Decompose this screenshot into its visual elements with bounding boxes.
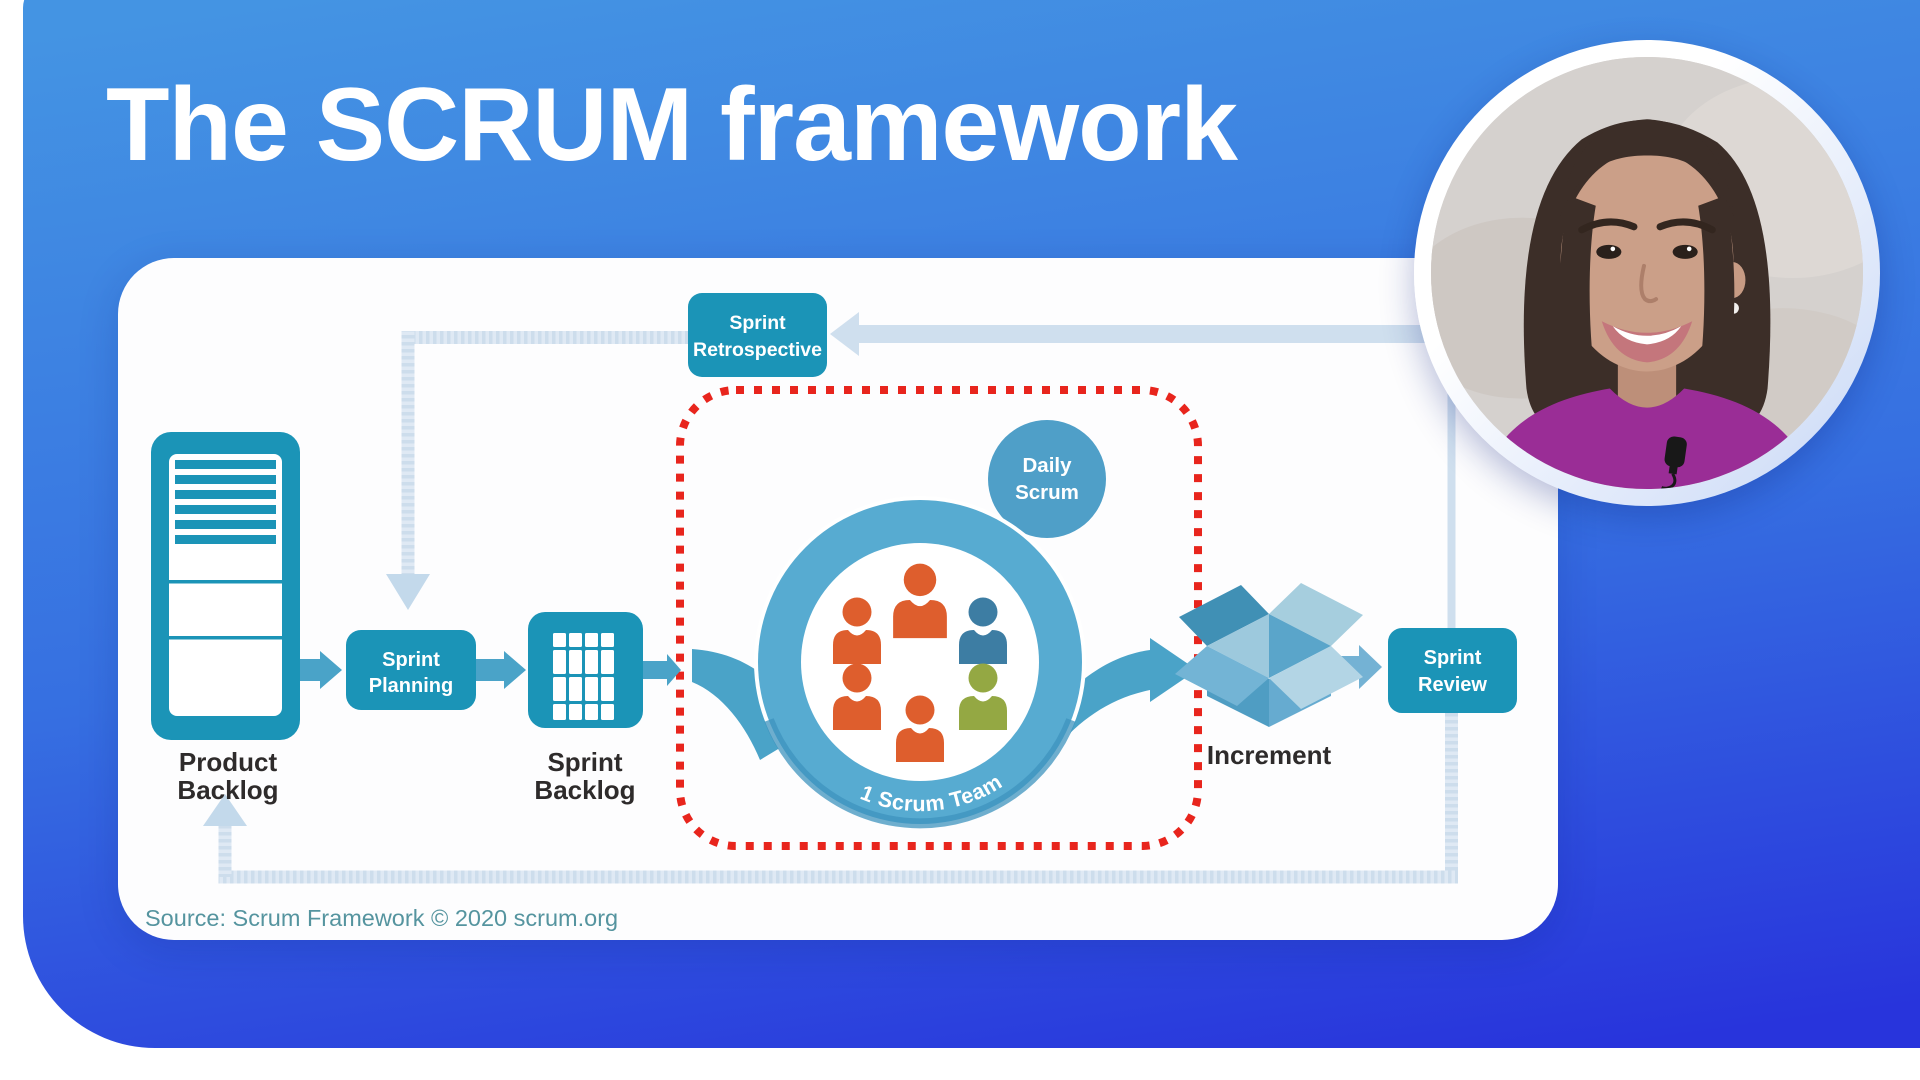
scrum-framework-diagram: Daily Scrum 1 Scru xyxy=(145,293,1517,931)
right-arrow-icon xyxy=(504,651,526,689)
sprint-retrospective-node: Sprint Retrospective xyxy=(688,293,827,377)
sprint-review-label-line1: Sprint xyxy=(1424,647,1482,669)
sprint-review-label-line2: Review xyxy=(1418,674,1487,696)
source-attribution: Source: Scrum Framework © 2020 scrum.org xyxy=(145,905,618,931)
sprint-planning-node: Sprint Planning xyxy=(346,630,476,710)
sprint-review-node: Sprint Review xyxy=(1388,628,1517,713)
diagram-card: Daily Scrum 1 Scru xyxy=(118,258,1558,940)
slide-title: The SCRUM framework xyxy=(106,67,1238,183)
daily-scrum-label-line2: Scrum xyxy=(1015,481,1079,504)
daily-scrum-circle xyxy=(988,420,1106,538)
review-to-retro-loop-line xyxy=(830,312,1456,628)
sprint-planning-label-line1: Sprint xyxy=(382,649,440,671)
left-arrow-icon xyxy=(830,312,859,356)
sprint-retrospective-label-line2: Retrospective xyxy=(693,339,822,361)
sprint-backlog-icon xyxy=(528,612,643,728)
right-arrow-icon xyxy=(320,651,342,689)
daily-scrum-label-line1: Daily xyxy=(1023,454,1073,477)
big-right-arrow-icon xyxy=(1150,638,1197,702)
sprint-retrospective-label-line1: Sprint xyxy=(729,312,786,334)
up-arrow-icon xyxy=(203,794,247,826)
product-backlog-label-line2: Backlog xyxy=(177,775,278,805)
sprint-backlog-label-line2: Backlog xyxy=(534,775,635,805)
increment-label: Increment xyxy=(1207,740,1332,770)
product-backlog-label-line1: Product xyxy=(179,747,278,777)
right-arrow-icon xyxy=(1359,645,1382,689)
lavalier-mic-icon xyxy=(1660,436,1687,489)
product-backlog-list-rows xyxy=(169,460,282,640)
presenter-photo xyxy=(1431,57,1863,489)
down-arrow-icon xyxy=(386,574,430,610)
bottom-loop-line xyxy=(203,713,1458,884)
scrum-team-circle: 1 Scrum Team xyxy=(754,496,1086,829)
sprint-boundary-dotted-border xyxy=(676,386,1202,850)
right-arrow-icon xyxy=(667,654,681,686)
product-backlog-icon xyxy=(151,432,300,740)
sprint-backlog-grid xyxy=(553,633,614,720)
sprint-backlog-label-line1: Sprint xyxy=(547,747,622,777)
sprint-planning-label-line2: Planning xyxy=(369,675,453,697)
increment-box-icon xyxy=(1175,583,1363,727)
retro-to-planning-loop-line xyxy=(386,331,688,610)
presenter-portrait-illustration xyxy=(1431,57,1863,489)
webcam-overlay xyxy=(1414,40,1880,506)
daily-scrum-node: Daily Scrum xyxy=(988,420,1106,538)
